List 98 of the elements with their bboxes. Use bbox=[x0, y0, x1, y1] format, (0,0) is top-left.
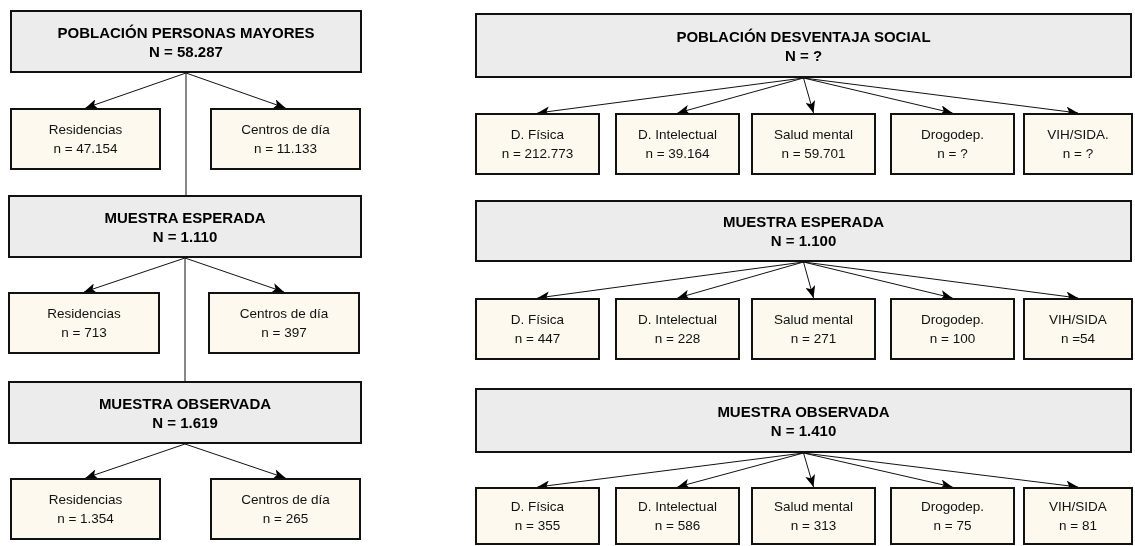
category-box bbox=[210, 478, 361, 540]
count-label: n =54 bbox=[1060, 330, 1096, 348]
category-label: Residencias bbox=[48, 121, 123, 139]
category-box bbox=[1023, 298, 1133, 360]
category-box bbox=[615, 113, 740, 175]
group-header-box bbox=[8, 381, 362, 444]
count-label: n = 100 bbox=[929, 330, 976, 348]
connector-line bbox=[184, 257, 186, 382]
category-box bbox=[751, 487, 876, 545]
count-label: n = 265 bbox=[262, 510, 309, 528]
category-label: Drogodep. bbox=[920, 311, 984, 329]
count-label: n = 212.773 bbox=[501, 145, 574, 163]
count-label: N = 1.100 bbox=[770, 231, 837, 250]
category-label: D. Física bbox=[510, 311, 565, 329]
count-label: n = ? bbox=[1062, 145, 1094, 163]
category-label: VIH/SIDA. bbox=[1047, 126, 1109, 144]
category-label: Salud mental bbox=[774, 311, 853, 329]
category-label: Residencias bbox=[47, 305, 121, 323]
count-label: n = 271 bbox=[790, 330, 837, 348]
group-header-box bbox=[8, 195, 362, 258]
count-label: n = 39.164 bbox=[645, 145, 710, 163]
category-box bbox=[208, 292, 360, 354]
count-label: N = ? bbox=[784, 45, 823, 65]
connector-line bbox=[185, 72, 187, 196]
category-box bbox=[890, 298, 1015, 360]
arrow bbox=[803, 261, 953, 301]
category-label: Centros de día bbox=[241, 121, 330, 139]
count-label: n = ? bbox=[937, 145, 968, 163]
count-label: n = 355 bbox=[514, 517, 561, 535]
category-box bbox=[615, 298, 740, 360]
category-box bbox=[890, 487, 1015, 545]
arrow bbox=[184, 257, 285, 293]
category-box bbox=[210, 108, 361, 170]
group-title: MUESTRA ESPERADA bbox=[104, 207, 266, 227]
category-box bbox=[751, 113, 876, 175]
count-label: N = 58.287 bbox=[149, 41, 223, 61]
count-label: n = 586 bbox=[654, 517, 701, 535]
group-title: MUESTRA ESPERADA bbox=[722, 212, 885, 231]
category-label: Centros de día bbox=[239, 305, 329, 323]
category-label: Drogodep. bbox=[920, 498, 984, 516]
group-title: POBLACIÓN DESVENTAJA SOCIAL bbox=[676, 26, 931, 46]
arrow bbox=[85, 443, 186, 479]
category-box bbox=[1023, 113, 1133, 175]
category-box bbox=[10, 108, 161, 170]
group-header-box bbox=[475, 13, 1132, 78]
count-label: n = 59.701 bbox=[781, 145, 846, 163]
count-label: n = 47.154 bbox=[53, 140, 118, 158]
category-label: Residencias bbox=[48, 491, 123, 509]
category-label: Centros de día bbox=[241, 491, 330, 509]
category-box bbox=[615, 487, 740, 545]
category-box bbox=[475, 487, 600, 545]
category-box bbox=[475, 113, 600, 175]
group-title: MUESTRA OBSERVADA bbox=[717, 401, 890, 421]
arrow bbox=[803, 452, 815, 488]
category-label: Drogodep. bbox=[920, 126, 984, 144]
category-box bbox=[475, 298, 600, 360]
arrow bbox=[83, 257, 186, 293]
category-label: D. Física bbox=[510, 126, 565, 144]
arrow bbox=[803, 261, 816, 299]
count-label: N = 1.110 bbox=[152, 226, 218, 246]
category-box bbox=[8, 292, 160, 354]
count-label: n = 75 bbox=[933, 517, 972, 535]
category-label: VIH/SIDA bbox=[1049, 498, 1107, 516]
count-label: n = 1.354 bbox=[57, 510, 114, 528]
arrow bbox=[803, 77, 815, 114]
group-header-box bbox=[475, 200, 1132, 262]
count-label: N = 1.619 bbox=[152, 412, 218, 432]
category-label: D. Intelectual bbox=[638, 126, 717, 144]
arrow bbox=[185, 72, 286, 109]
arrow bbox=[677, 261, 804, 300]
count-label: n = 713 bbox=[61, 324, 107, 342]
arrow bbox=[677, 452, 804, 489]
category-label: D. Intelectual bbox=[638, 498, 717, 516]
category-label: D. Intelectual bbox=[638, 311, 717, 329]
group-header-box bbox=[10, 10, 362, 73]
category-label: VIH/SIDA bbox=[1049, 311, 1107, 329]
arrow bbox=[803, 452, 953, 490]
category-label: Salud mental bbox=[774, 498, 853, 516]
arrow bbox=[677, 77, 804, 115]
group-header-box bbox=[475, 388, 1132, 453]
category-box bbox=[890, 113, 1015, 175]
group-title: MUESTRA OBSERVADA bbox=[98, 393, 272, 413]
count-label: n = 397 bbox=[261, 324, 307, 342]
count-label: n = 228 bbox=[654, 330, 701, 348]
arrow bbox=[85, 72, 187, 109]
count-label: n = 11.133 bbox=[253, 140, 318, 158]
category-label: D. Física bbox=[510, 498, 565, 516]
category-box bbox=[751, 298, 876, 360]
arrow bbox=[803, 77, 953, 116]
arrow bbox=[184, 443, 286, 479]
category-box bbox=[10, 478, 161, 540]
category-label: Salud mental bbox=[774, 126, 853, 144]
group-title: POBLACIÓN PERSONAS MAYORES bbox=[57, 22, 315, 42]
count-label: n = 81 bbox=[1059, 517, 1097, 535]
count-label: n = 447 bbox=[514, 330, 561, 348]
count-label: n = 313 bbox=[790, 517, 837, 535]
count-label: N = 1.410 bbox=[770, 420, 837, 440]
category-box bbox=[1023, 487, 1133, 545]
